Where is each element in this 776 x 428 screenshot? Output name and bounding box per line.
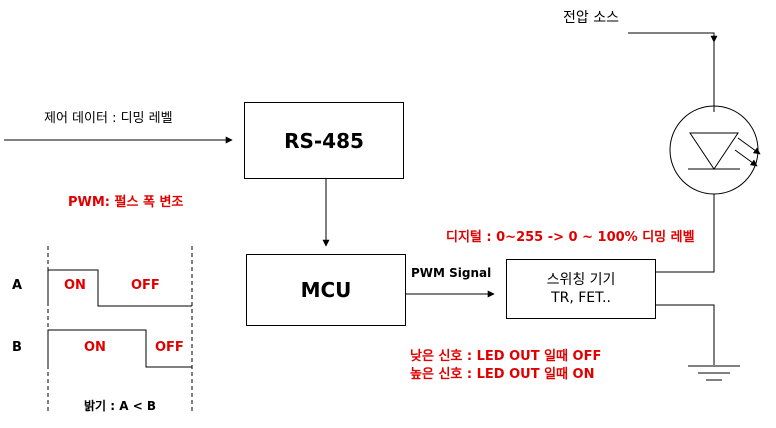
pwm-signal-label: PWM Signal — [411, 266, 492, 280]
control-data-label: 제어 데이터 : 디밍 레벨 — [44, 111, 173, 126]
switching-device-box: 스위칭 기기 TR, FET.. — [506, 259, 656, 319]
waveform-b-label: B — [12, 340, 22, 355]
rs485-label: RS-485 — [284, 128, 364, 153]
voltage-source-label: 전압 소스 — [563, 10, 619, 26]
ground-icon — [688, 365, 740, 381]
pwm-title: PWM: 펄스 폭 변조 — [68, 195, 184, 210]
waveform-a-on: ON — [64, 278, 86, 293]
digital-range-label: 디지털 : 0~255 -> 0 ~ 100% 디밍 레벨 — [446, 230, 695, 245]
mcu-label: MCU — [300, 278, 352, 302]
waveform-b-off: OFF — [155, 340, 184, 355]
brightness-label: 밝기 : A < B — [84, 399, 157, 413]
waveform-a-off: OFF — [131, 278, 160, 293]
waveform-a-label: A — [12, 278, 23, 293]
high-signal-note: 높은 신호 : LED OUT 일때 ON — [410, 367, 595, 382]
switching-device-line2: TR, FET.. — [551, 290, 611, 306]
waveform-b — [47, 329, 192, 368]
switching-device-line1: 스위칭 기기 — [546, 272, 616, 288]
waveform-a — [47, 269, 192, 307]
mcu-box: MCU — [246, 254, 406, 326]
low-signal-note: 낮은 신호 : LED OUT 일때 OFF — [410, 349, 602, 364]
rs485-box: RS-485 — [244, 102, 404, 179]
led-icon — [669, 105, 761, 195]
led-to-switch-wire — [656, 194, 715, 273]
switch-to-ground-wire — [656, 304, 715, 365]
voltage-source-line — [628, 32, 718, 43]
waveform-b-on: ON — [84, 340, 106, 355]
